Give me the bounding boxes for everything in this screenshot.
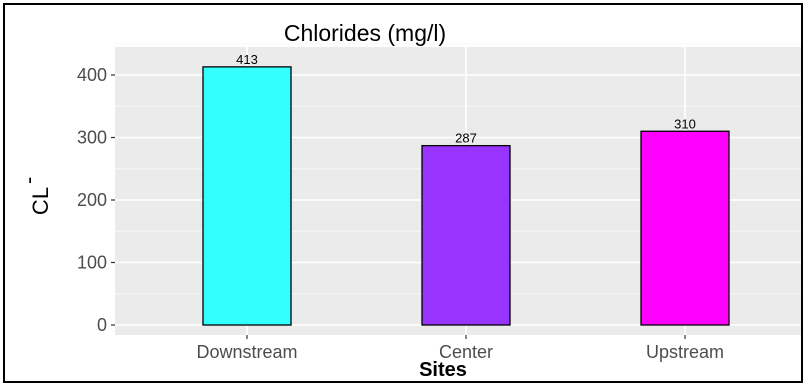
bars <box>202 66 730 326</box>
y-axis-title: CL <box>28 187 53 215</box>
bar-upstream <box>640 130 730 326</box>
data-labels: 413 287 310 <box>236 52 696 146</box>
data-label-center: 287 <box>455 131 477 146</box>
y-tick-label: 200 <box>77 190 107 210</box>
x-tick-label-downstream: Downstream <box>196 342 297 362</box>
y-axis-title-group: CL - <box>16 177 53 215</box>
x-axis-ticks: Downstream Center Upstream <box>196 335 724 362</box>
chart-frame: 413 287 310 0 100 200 300 400 Downstream Center… <box>3 3 803 383</box>
x-tick-label-upstream: Upstream <box>646 342 724 362</box>
bar-downstream <box>202 66 292 326</box>
bar-center <box>421 144 511 326</box>
y-tick-label: 100 <box>77 253 107 273</box>
chart-title: Chlorides (mg/l) <box>284 20 446 46</box>
y-axis-ticks: 0 100 200 300 400 <box>77 65 115 335</box>
y-tick-label: 300 <box>77 128 107 148</box>
y-tick-label: 400 <box>77 65 107 85</box>
y-axis-title-superscript: - <box>16 177 41 184</box>
x-axis-title: Sites <box>419 359 467 381</box>
y-tick-label: 0 <box>97 315 107 335</box>
chart-svg: 413 287 310 0 100 200 300 400 Downstream Center… <box>16 20 801 381</box>
data-label-downstream: 413 <box>236 52 258 67</box>
x-tick-label-center: Center <box>439 342 493 362</box>
data-label-upstream: 310 <box>674 116 696 131</box>
